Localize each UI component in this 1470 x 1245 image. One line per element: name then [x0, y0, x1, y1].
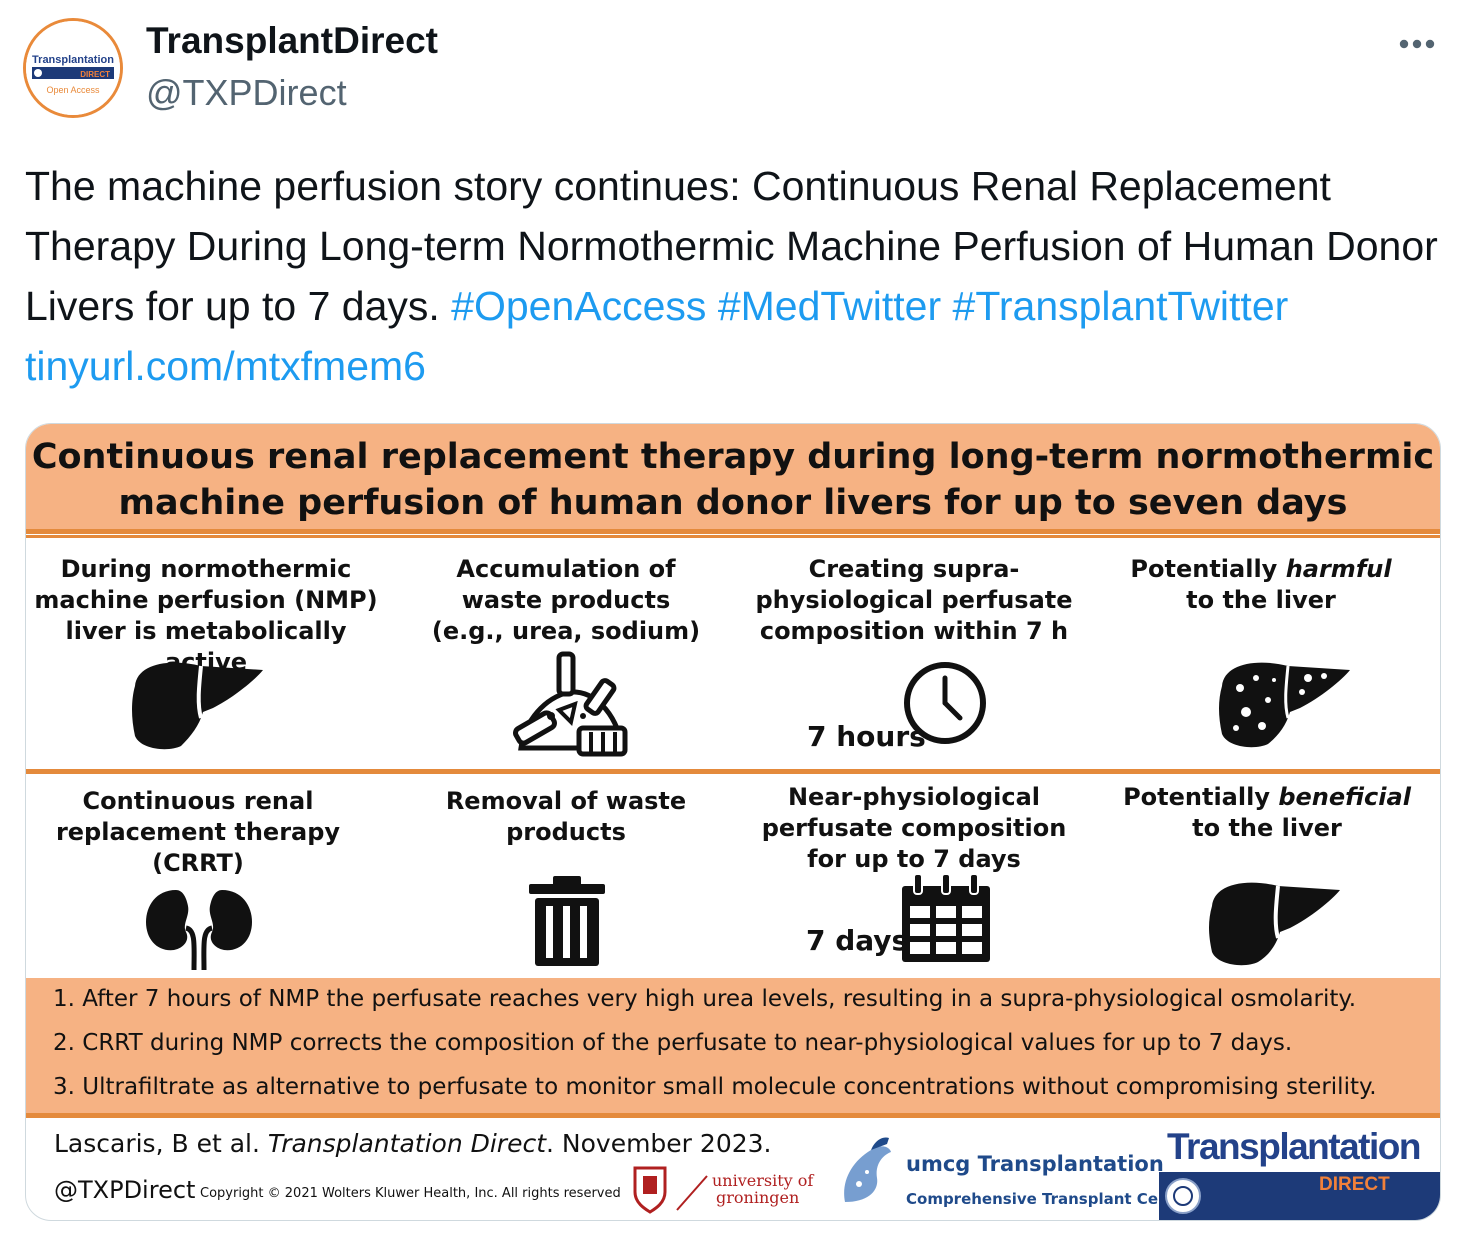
row-divider [26, 769, 1440, 774]
display-name[interactable]: TransplantDirect [146, 20, 438, 61]
society-seal-icon [1165, 1178, 1201, 1214]
tweet-body: The machine perfusion story continues: C… [25, 163, 1438, 329]
university-crest-icon [631, 1162, 711, 1219]
text-line: to the liver [1192, 814, 1342, 842]
text-line: Accumulation of [456, 555, 676, 583]
text-line: Potentially beneficial [1092, 782, 1440, 813]
row2-cell3-text: Near-physiological perfusate composition… [739, 782, 1089, 875]
text-line: liver is metabolically active [65, 617, 347, 676]
citation-authors: Lascaris, B et al. [54, 1129, 260, 1158]
row1-cell4-text: Potentially harmful to the liver [1086, 554, 1436, 616]
text-line: waste products [461, 586, 671, 614]
divider [26, 529, 1440, 534]
infographic-header [26, 424, 1440, 529]
infographic-image[interactable]: Continuous renal replacement therapy dur… [25, 423, 1441, 1221]
text-line: (CRRT) [152, 849, 244, 877]
row2-cell2-text: Removal of waste products [391, 786, 741, 848]
hashtag-medtwitter[interactable]: #MedTwitter [717, 283, 942, 329]
text-line: composition within 7 h [759, 617, 1069, 645]
seven-hours-label: 7 hours [807, 720, 926, 753]
divider [26, 535, 1440, 538]
journal-avatar-logo: Transplantation DIRECT Open Access [26, 21, 120, 115]
user-handle[interactable]: @TXPDirect [146, 72, 347, 113]
journal-logo: Transplantation DIRECT [1159, 1124, 1440, 1220]
row1-cell1-text: During normothermic machine perfusion (N… [31, 554, 381, 678]
row2-cell4-text: Potentially beneficial to the liver [1092, 782, 1440, 844]
text-line: for up to 7 days [807, 845, 1021, 873]
text-line: physiological perfusate [755, 586, 1073, 614]
finding-2: 2. CRRT during NMP corrects the composit… [53, 1030, 1293, 1056]
citation: Lascaris, B et al. Transplantation Direc… [54, 1129, 771, 1158]
kidneys-icon [146, 886, 252, 970]
key-findings [26, 978, 1440, 1113]
divider [26, 1113, 1440, 1118]
journal-logo-word: Transplantation [1167, 1126, 1421, 1167]
ellipsis-icon [1399, 39, 1435, 49]
beneficial-emphasis: beneficial [1278, 783, 1411, 811]
infographic-title: Continuous renal replacement therapy dur… [26, 434, 1440, 526]
text-plain: Potentially [1130, 555, 1278, 583]
journal-logo-bar [1159, 1172, 1440, 1220]
umcg-bird-icon [831, 1132, 897, 1217]
title-line-1: Continuous renal replacement therapy dur… [31, 437, 1435, 477]
seven-days-label: 7 days [806, 924, 909, 957]
more-options-button[interactable] [1390, 22, 1450, 66]
title-line-2: machine perfusion of human donor livers … [118, 483, 1348, 523]
hashtag-transplanttwitter[interactable]: #TransplantTwitter [952, 283, 1289, 329]
finding-3: 3. Ultrafiltrate as alternative to perfu… [53, 1074, 1377, 1100]
healthy-liver-icon [1206, 876, 1346, 966]
citation-date: . November 2023. [546, 1129, 772, 1158]
university-logo-text: university of groningen [712, 1172, 813, 1206]
harmful-emphasis: harmful [1285, 555, 1392, 583]
avatar[interactable]: Transplantation DIRECT Open Access [23, 18, 123, 118]
text-line: replacement therapy [55, 818, 341, 846]
text-line: machine perfusion (NMP) [34, 586, 378, 614]
tweet-text: The machine perfusion story continues: C… [25, 156, 1455, 396]
text-line: to the liver [1186, 586, 1336, 614]
citation-journal: Transplantation Direct [267, 1129, 547, 1158]
umcg-subtitle: Comprehensive Transplant Center [906, 1190, 1194, 1208]
row1-cell2-text: Accumulation of waste products (e.g., ur… [391, 554, 741, 647]
text-line: Near-physiological [787, 783, 1041, 811]
text-line: Continuous renal [82, 787, 314, 815]
avatar-line2: DIRECT [80, 70, 110, 79]
text-line: (e.g., urea, sodium) [431, 617, 701, 645]
damaged-liver-icon [1216, 656, 1356, 748]
calendar-icon [900, 874, 992, 964]
waste-pile-icon [511, 650, 631, 758]
avatar-line1: Transplantation [32, 54, 114, 66]
hashtag-openaccess[interactable]: #OpenAccess [451, 283, 707, 329]
avatar-line3: Open Access [46, 85, 100, 95]
rug-line-2: groningen [716, 1188, 800, 1207]
text-line: Removal of waste [445, 787, 687, 815]
footer-handle: @TXPDirect [54, 1176, 196, 1204]
row2-cell1-text: Continuous renal replacement therapy (CR… [26, 786, 373, 879]
rug-line-1: university of [712, 1171, 814, 1190]
trash-can-icon [529, 876, 605, 966]
article-link[interactable]: tinyurl.com/mtxfmem6 [25, 343, 426, 389]
row1-cell3-text: Creating supra- physiological perfusate … [739, 554, 1089, 647]
text-line: perfusate composition [761, 814, 1067, 842]
text-line: products [506, 818, 626, 846]
copyright-notice: Copyright © 2021 Wolters Kluwer Health, … [200, 1186, 621, 1201]
umcg-logo-text: umcg Transplantation [906, 1152, 1164, 1176]
text-line: Creating supra- [808, 555, 1020, 583]
text-plain: Potentially [1123, 783, 1270, 811]
finding-1: 1. After 7 hours of NMP the perfusate re… [53, 986, 1357, 1012]
clock-icon [902, 660, 988, 746]
journal-logo-sub: DIRECT [1319, 1174, 1390, 1195]
text-line: During normothermic [60, 555, 352, 583]
text-line: Potentially harmful [1086, 554, 1436, 585]
liver-icon [129, 656, 269, 752]
